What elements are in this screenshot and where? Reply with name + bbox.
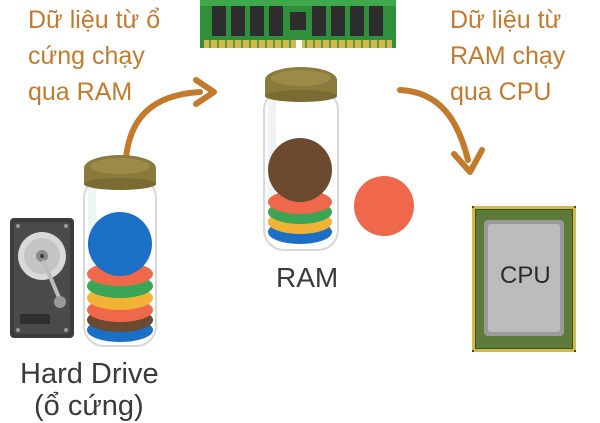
arrow-ram-to-cpu-icon [397,87,485,175]
floating-data-disc-icon [354,176,414,236]
ram-module-icon [200,0,396,48]
hard-drive-jar-icon [83,155,157,347]
caption-hdd-to-ram: Dữ liệu từ ổ cứng chạy qua RAM [28,6,161,106]
ram-jar-icon [263,67,339,251]
caption-ram-to-cpu: Dữ liệu từ RAM chạy qua CPU [450,6,566,106]
cpu-label: CPU [500,262,551,289]
diagram-graphics [10,0,576,352]
ram-label: RAM [276,262,339,293]
cpu-chip-icon [472,206,576,352]
hard-drive-device-icon [10,218,74,338]
ram-data-flow-diagram: Dữ liệu từ ổ cứng chạy qua RAM Dữ liệu t… [10,0,576,422]
hard-drive-sublabel: (ổ cứng) [34,390,144,422]
hard-drive-label: Hard Drive [20,358,159,390]
arrow-hdd-to-ram-icon [123,77,217,161]
